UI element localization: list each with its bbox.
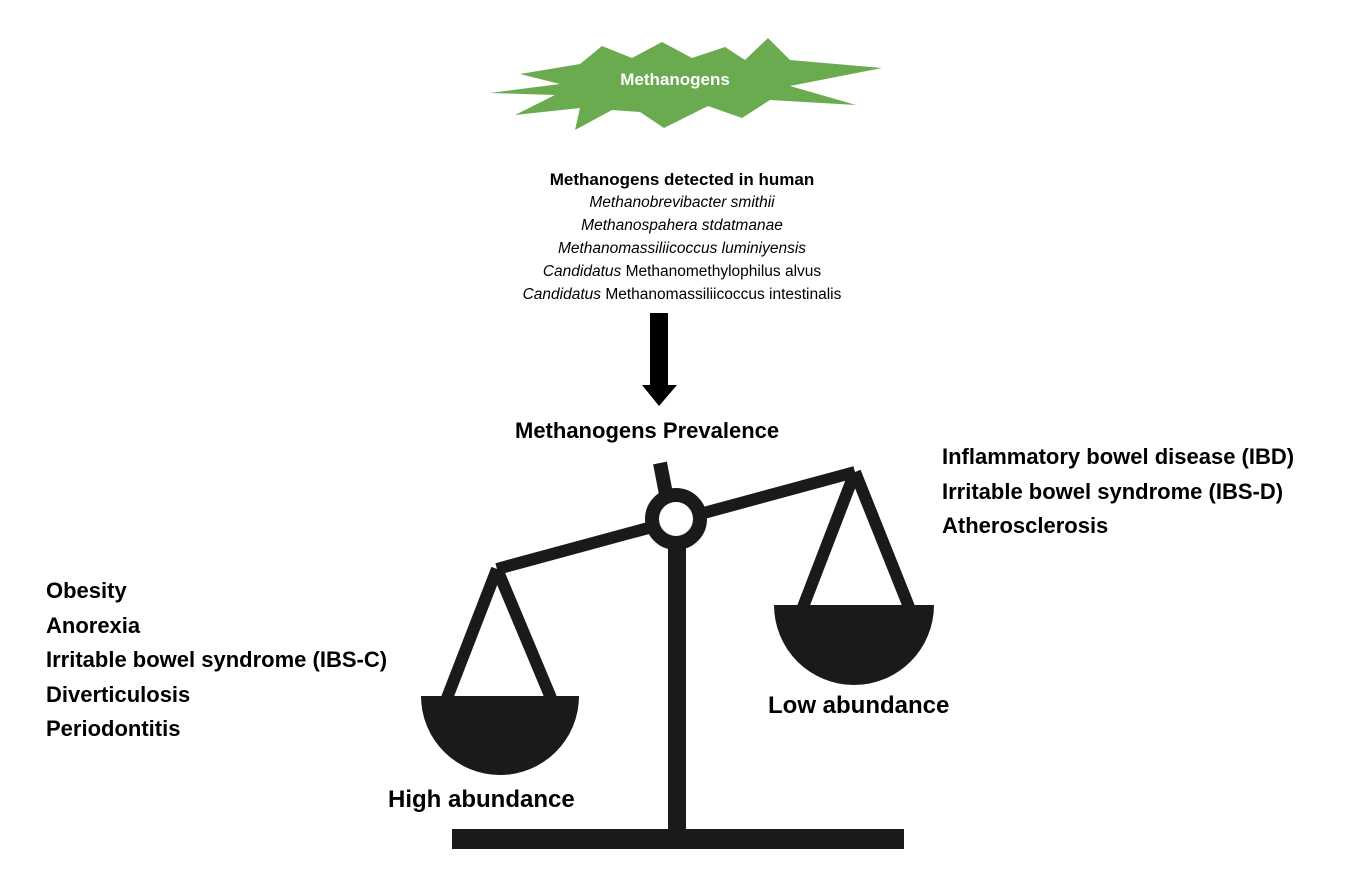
high-abundance-label: High abundance	[388, 786, 575, 813]
condition-item: Anorexia	[46, 612, 141, 638]
condition-item: Periodontitis	[46, 716, 181, 741]
high-abundance-conditions: Obesity Anorexia Irritable bowel syndrom…	[46, 574, 387, 747]
species-item: Methanospahera stdatmanae	[581, 217, 783, 234]
scale-knob	[653, 461, 673, 496]
condition-item: Irritable bowel syndrome (IBS-D)	[942, 478, 1284, 504]
left-pan	[421, 696, 579, 775]
burst-label: Methanogens	[620, 70, 730, 89]
low-abundance-label: Low abundance	[768, 692, 950, 719]
condition-item: Atherosclerosis	[942, 513, 1109, 538]
species-item: Candidatus Methanomethylophilus alvus	[542, 263, 822, 280]
right-pan	[774, 605, 934, 685]
low-abundance-conditions: Inflammatory bowel disease (IBD) Irritab…	[942, 440, 1294, 544]
left-hanger-right	[491, 566, 557, 701]
scale-base	[452, 829, 904, 849]
right-hanger-right	[849, 469, 915, 610]
condition-item: Irritable bowel syndrome (IBS-C)	[46, 647, 388, 672]
balance-scale	[441, 461, 915, 849]
arrow-shaft	[650, 313, 668, 387]
prevalence-label: Methanogens Prevalence	[515, 418, 780, 443]
species-item: Candidatus Methanomassiliicoccus intesti…	[522, 286, 842, 303]
left-hanger-left	[441, 566, 503, 701]
scale-pivot	[645, 488, 707, 550]
condition-item: Obesity	[46, 578, 127, 603]
right-hanger-left	[797, 469, 861, 610]
arrow-head	[642, 385, 677, 406]
methanogens-burst-shape	[490, 38, 882, 130]
species-item: Methanobrevibacter smithii	[589, 194, 775, 211]
species-list: Methanogens detected in human Methanobre…	[470, 168, 894, 306]
species-heading: Methanogens detected in human	[549, 170, 815, 189]
species-item: Methanomassiliicoccus luminiyensis	[557, 240, 807, 257]
condition-item: Diverticulosis	[46, 681, 191, 707]
condition-item: Inflammatory bowel disease (IBD)	[942, 444, 1295, 469]
